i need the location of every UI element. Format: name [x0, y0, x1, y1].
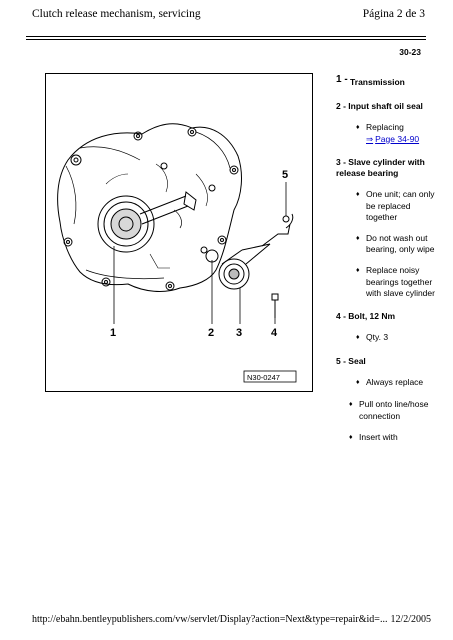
callout-2: 2 — [208, 327, 214, 339]
legend-item-input-shaft-oil-seal: 2 - Input shaft oil seal ♦ Replacing ⇒Pa… — [336, 101, 436, 145]
header-rule-lower — [26, 39, 426, 40]
legend-item-seal: 5 - Seal ♦ Always replace ♦ Pull onto li… — [336, 356, 436, 444]
page-indicator: Página 2 de 3 — [362, 8, 425, 20]
callout-4: 4 — [271, 327, 278, 339]
legend-subitem: ♦ Always replace — [356, 377, 436, 389]
callout-5: 5 — [282, 169, 288, 181]
legend-label: Seal — [348, 356, 366, 367]
subitem-text: Replace noisy bearings together with sla… — [366, 265, 435, 298]
document-title: Clutch release mechanism, servicing — [32, 8, 201, 20]
legend-item-slave-cylinder: 3 - Slave cylinder with release bearing … — [336, 157, 436, 299]
subitem-text: Replacing — [366, 122, 404, 133]
legend-list: 1 - Transmission 2 - Input shaft oil sea… — [336, 74, 436, 444]
figure-reference: N30-0247 — [247, 373, 280, 382]
legend-number: 3 - — [336, 156, 346, 167]
legend-subitem: ♦ Insert with — [349, 432, 436, 444]
header-rule — [26, 36, 426, 37]
subitem-text: One unit; can only be replaced together — [366, 189, 435, 222]
subitem-text: Do not wash out bearing, only wipe — [366, 232, 435, 255]
diamond-bullet-icon: ♦ — [349, 401, 353, 409]
transmission-illustration: 1 2 3 4 5 N30-0247 — [45, 73, 313, 392]
arrow-right-icon: ⇒ — [366, 133, 374, 144]
subitem-text: Always replace — [366, 377, 424, 388]
transmission-drawing: 1 2 3 4 5 N30-0247 — [57, 123, 297, 383]
legend-label: Input shaft oil seal — [348, 101, 423, 112]
legend-subitem: ♦ Replacing ⇒Page 34-90 — [356, 122, 436, 144]
subitem-text: Insert with — [359, 431, 398, 442]
callout-1: 1 — [110, 327, 116, 339]
legend-number: 1 - — [336, 74, 348, 85]
legend-number: 5 - — [336, 356, 346, 367]
legend-subitem: ♦ Pull onto line/hose connection — [349, 399, 436, 421]
diamond-bullet-icon: ♦ — [356, 379, 360, 387]
legend-item-bolt: 4 - Bolt, 12 Nm ♦ Qty. 3 — [336, 311, 436, 344]
subitem-text: Pull onto line/hose connection — [359, 399, 429, 421]
legend-subitem: ♦ Qty. 3 — [356, 332, 436, 344]
page-link[interactable]: ⇒Page 34-90 — [366, 134, 436, 145]
callout-3: 3 — [236, 327, 242, 339]
diamond-bullet-icon: ♦ — [356, 334, 360, 342]
legend-item-transmission: 1 - Transmission — [336, 74, 436, 89]
page-code: 30-23 — [399, 47, 421, 57]
legend-number: 4 - — [336, 311, 346, 322]
legend-number: 2 - — [336, 101, 346, 112]
subitem-text: Qty. 3 — [366, 332, 389, 343]
diamond-bullet-icon: ♦ — [349, 433, 353, 441]
diamond-bullet-icon: ♦ — [356, 191, 360, 199]
legend-subitem: ♦ Do not wash out bearing, only wipe — [356, 233, 436, 255]
legend-label: Slave cylinder with release bearing — [336, 156, 425, 179]
diamond-bullet-icon: ♦ — [356, 267, 360, 275]
legend-label: Transmission — [350, 77, 405, 87]
print-date: 12/2/2005 — [390, 614, 431, 625]
page-link-label: Page 34-90 — [375, 133, 420, 144]
diamond-bullet-icon: ♦ — [356, 234, 360, 242]
diamond-bullet-icon: ♦ — [356, 124, 360, 132]
source-url: http://ebahn.bentleypublishers.com/vw/se… — [32, 614, 388, 625]
legend-subitem: ♦ One unit; can only be replaced togethe… — [356, 189, 436, 223]
legend-label: Bolt, 12 Nm — [348, 311, 396, 322]
legend-subitem: ♦ Replace noisy bearings together with s… — [356, 265, 436, 299]
